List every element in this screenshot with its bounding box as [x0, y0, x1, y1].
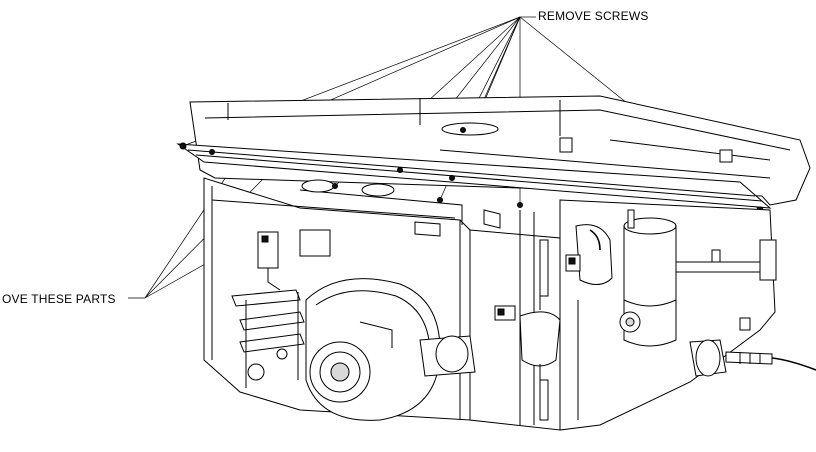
filter-drier	[494, 296, 561, 380]
pressure-switch-assembly	[565, 224, 613, 285]
brackets	[483, 137, 751, 331]
remove-parts-label: OVE THESE PARTS	[2, 292, 116, 306]
power-cable	[689, 339, 816, 377]
coil-cylinder	[619, 217, 677, 347]
remove-screws-label: REMOVE SCREWS	[538, 9, 649, 23]
screw-markers	[209, 127, 523, 208]
gas-valve-assembly	[231, 229, 331, 388]
blower-housing	[305, 278, 476, 421]
front-rail	[176, 142, 772, 214]
refrigerant-piping	[539, 209, 777, 421]
